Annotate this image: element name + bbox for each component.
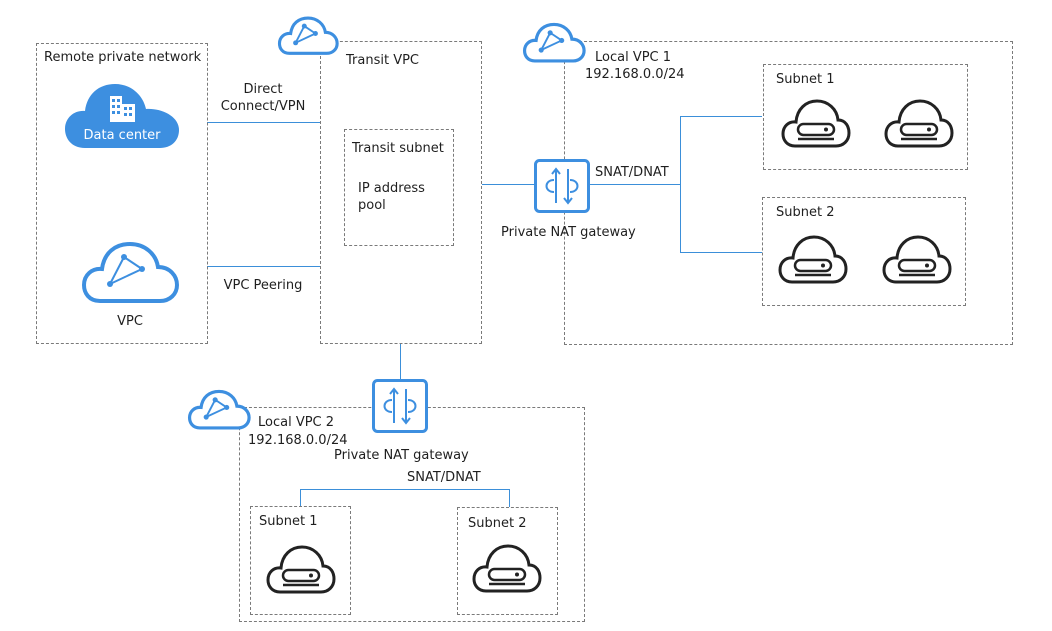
local-vpc-2-subnet-1-title: Subnet 1 (259, 514, 318, 529)
direct-connect-label-line1: Direct (243, 82, 283, 97)
data-center-label: Data center (83, 128, 161, 143)
remote-vpc-label: VPC (117, 314, 143, 329)
local-vpc-1-subnet-2-title: Subnet 2 (776, 205, 835, 220)
private-nat-gateway-2-icon (372, 379, 428, 433)
ip-pool-label-line1: IP address (358, 181, 425, 196)
vpc2-branch-right-line (509, 489, 511, 507)
transit-vpc-cloud-icon (277, 14, 339, 58)
remote-private-network-title: Remote private network (44, 50, 202, 65)
direct-connect-line (207, 122, 320, 124)
transit-subnet-box (344, 129, 454, 246)
local-vpc-1-cidr: 192.168.0.0/24 (585, 67, 685, 82)
local-vpc-1-snat-dnat-label: SNAT/DNAT (595, 165, 669, 180)
branch-vertical-line (680, 116, 682, 253)
local-vpc-2-snat-dnat-label: SNAT/DNAT (407, 470, 481, 485)
local-vpc-1-subnet-2-box (762, 197, 966, 306)
transit-to-nat2-line (400, 344, 402, 379)
local-vpc-1-subnet-2-server-b-icon (882, 234, 952, 286)
vpc-peering-label: VPC Peering (223, 278, 303, 293)
local-vpc-1-subnet-1-server-a-icon (781, 98, 851, 150)
local-vpc-2-subnet-2-server-icon (472, 543, 542, 595)
ip-pool-label-line2: pool (358, 198, 386, 213)
local-vpc-2-subnet-1-box (250, 506, 351, 615)
transit-vpc-title: Transit VPC (346, 53, 420, 68)
local-vpc-2-subnet-2-box (457, 507, 558, 615)
private-nat-gateway-icon (534, 159, 590, 213)
vpc-cloud-icon (80, 239, 180, 307)
vpc-peering-line (207, 266, 320, 268)
local-vpc-1-subnet-1-title: Subnet 1 (776, 72, 835, 87)
transit-vpc-box (320, 41, 482, 344)
branch-to-subnet1-line (680, 116, 762, 118)
direct-connect-label-line2: Connect/VPN (220, 99, 306, 114)
local-vpc-1-nat-label: Private NAT gateway (501, 225, 636, 240)
transit-to-nat1-line (482, 184, 534, 186)
nat1-to-branch-line (590, 184, 681, 186)
transit-subnet-title: Transit subnet (352, 141, 444, 156)
local-vpc-2-cidr: 192.168.0.0/24 (248, 433, 348, 448)
local-vpc-1-title: Local VPC 1 (595, 50, 672, 65)
remote-private-network-box (36, 43, 208, 344)
vpc2-branch-left-line (300, 489, 302, 507)
local-vpc-1-cloud-icon (522, 20, 586, 66)
data-center-cloud-icon (63, 80, 181, 150)
vpc2-branch-horizontal-line (300, 489, 510, 491)
local-vpc-1-subnet-2-server-a-icon (778, 234, 848, 286)
branch-to-subnet2-line (680, 252, 762, 254)
local-vpc-2-subnet-2-title: Subnet 2 (468, 516, 527, 531)
local-vpc-1-subnet-1-server-b-icon (884, 98, 954, 150)
local-vpc-2-title: Local VPC 2 (258, 415, 335, 430)
local-vpc-2-subnet-1-server-icon (266, 544, 336, 596)
local-vpc-2-cloud-icon (187, 387, 251, 433)
local-vpc-2-nat-label: Private NAT gateway (334, 448, 469, 463)
local-vpc-1-subnet-1-box (763, 64, 968, 170)
